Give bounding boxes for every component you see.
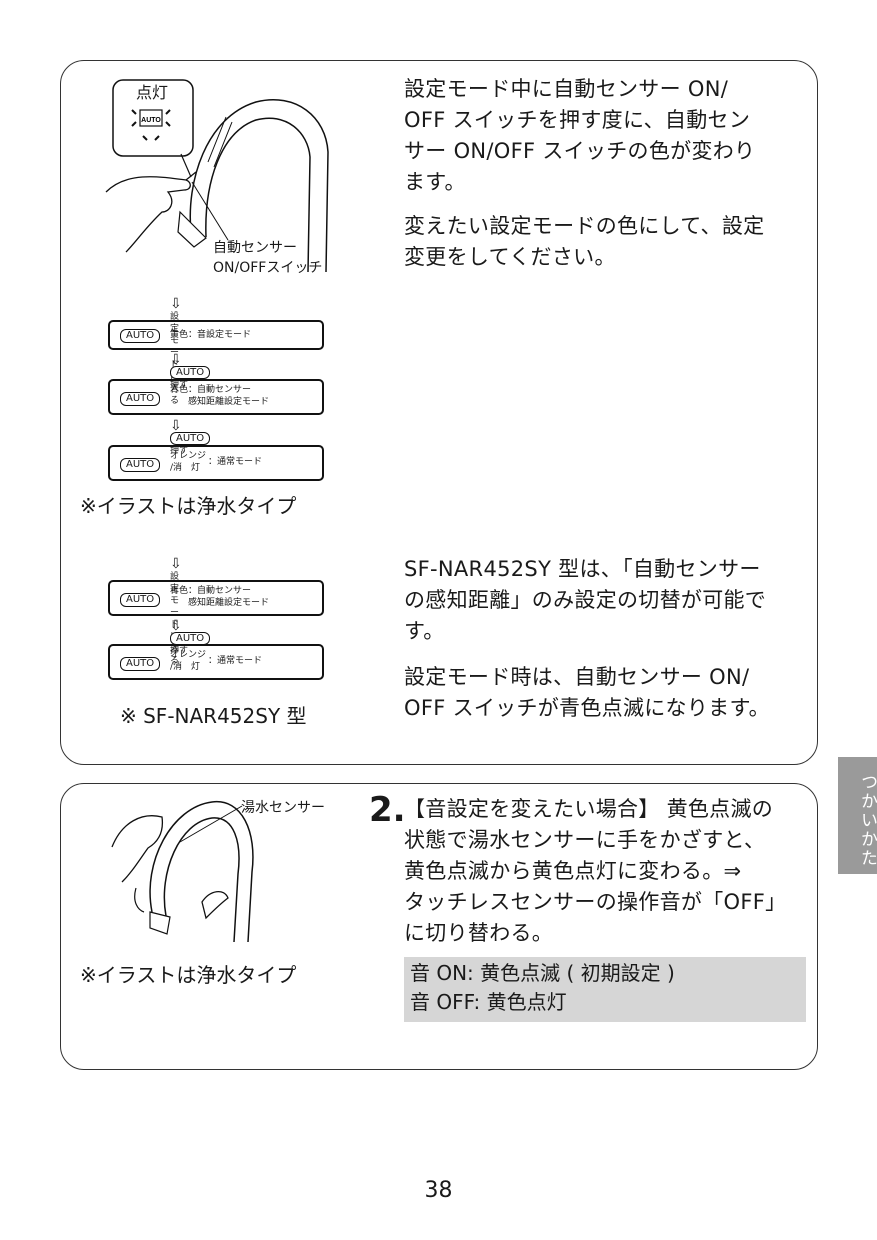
- text-line: サー ON/OFF スイッチの色が変わり: [404, 139, 756, 163]
- mode-blue: AUTO 青色：自動センサー 感知距離設定モード: [108, 580, 324, 616]
- auto-badge: AUTO: [170, 631, 211, 645]
- sound-on-line: 音 ON: 黄色点滅 ( 初期設定 ): [410, 961, 675, 985]
- illustration-note-2: ※イラストは浄水タイプ: [80, 963, 297, 987]
- auto-badge: AUTO: [120, 329, 161, 343]
- mode-orange-label-3: ：通常モード: [208, 457, 263, 467]
- mode-orange-label-3: ：通常モード: [208, 656, 263, 666]
- text-line: 変えたい設定モードの色にして、設定: [404, 214, 765, 238]
- section1-paragraph-2: 変えたい設定モードの色にして、設定 変更をしてください。: [404, 211, 764, 273]
- down-arrow-icon: ⇩: [170, 296, 182, 312]
- chapter-side-tab: つかいかた: [838, 757, 877, 874]
- mode-orange-label-2: /消 灯: [170, 662, 201, 672]
- mode-orange: AUTO オレンジ /消 灯 ：通常モード: [108, 644, 324, 680]
- section1b-paragraph-2: 設定モード時は、自動センサー ON/ OFF スイッチが青色点滅になります。: [404, 662, 770, 724]
- flow-press-row: ⇩ AUTO 押す: [170, 418, 211, 457]
- text-line: SF-NAR452SY 型は、「自動センサー: [404, 557, 761, 581]
- auto-badge: AUTO: [120, 392, 161, 406]
- text-line: 黄色点滅から黄色点灯に変わる。⇒: [404, 859, 742, 883]
- mode-blue-label-2: 感知距離設定モード: [188, 598, 270, 608]
- sound-setting-summary: 音 ON: 黄色点滅 ( 初期設定 ) 音 OFF: 黄色点灯: [404, 957, 806, 1022]
- auto-badge: AUTO: [170, 365, 211, 379]
- down-arrow-icon: ⇩: [170, 352, 182, 368]
- faucet-illustration-1: AUTO: [105, 79, 329, 272]
- mode-orange: AUTO オレンジ /消 灯 ：通常モード: [108, 445, 324, 481]
- auto-badge: AUTO: [120, 657, 161, 671]
- section2-instructions: 【音設定を変えたい場合】 黄色点滅の 状態で湯水センサーに手をかざすと、 黄色点…: [404, 794, 786, 949]
- svg-text:AUTO: AUTO: [141, 117, 161, 124]
- switch-label-line-1: 自動センサー: [213, 240, 297, 256]
- switch-label-line-2: ON/OFFスイッチ: [213, 260, 323, 276]
- faucet-illustration-2: [111, 801, 254, 942]
- page-number: 38: [424, 1178, 453, 1203]
- text-line: タッチレスセンサーの操作音が「OFF」: [404, 890, 787, 914]
- mode-orange-label-1: オレンジ: [170, 650, 207, 660]
- press-label: 押す: [170, 379, 189, 390]
- section1-paragraph-1: 設定モード中に自動センサー ON/ OFF スイッチを押す度に、自動セン サー …: [404, 74, 755, 198]
- auto-badge: AUTO: [170, 431, 211, 445]
- illustration-note-1: ※イラストは浄水タイプ: [80, 494, 297, 518]
- text-line: 【音設定を変えたい場合】 黄色点滅の: [404, 797, 774, 821]
- press-label: 押す: [170, 445, 189, 456]
- text-line: に切り替わる。: [404, 921, 554, 945]
- mode-blue: AUTO 青色：自動センサー 感知距離設定モード: [108, 379, 324, 415]
- mode-yellow-label: 黄色：音設定モード: [170, 330, 252, 340]
- sound-off-line: 音 OFF: 黄色点灯: [410, 990, 567, 1014]
- down-arrow-icon: ⇩: [170, 556, 182, 572]
- text-line: す。: [404, 619, 445, 643]
- text-line: OFF スイッチが青色点滅になります。: [404, 696, 770, 720]
- mode-orange-label-2: /消 灯: [170, 463, 201, 473]
- text-line: 変更をしてください。: [404, 245, 616, 269]
- flow-press-row: ⇩ AUTO 押す: [170, 618, 211, 657]
- instruction-box-1: [60, 60, 818, 765]
- auto-badge: AUTO: [120, 593, 161, 607]
- down-arrow-icon: ⇩: [170, 418, 182, 434]
- text-line: 状態で湯水センサーに手をかざすと、: [404, 828, 766, 852]
- mode-blue-label-2: 感知距離設定モード: [188, 397, 270, 407]
- model-note: ※ SF-NAR452SY 型: [120, 704, 307, 728]
- step-number: 2.: [369, 790, 406, 830]
- press-label: 押す: [170, 645, 189, 656]
- text-line: ます。: [404, 170, 466, 194]
- flow-press-row: ⇩ AUTO 押す: [170, 352, 211, 391]
- text-line: 設定モード中に自動センサー ON/: [404, 77, 729, 101]
- text-line: の感知距離」のみ設定の切替が可能で: [404, 588, 767, 612]
- hot-water-sensor-label: 湯水センサー: [241, 800, 325, 816]
- auto-badge: AUTO: [120, 458, 161, 472]
- text-line: OFF スイッチを押す度に、自動セン: [404, 108, 751, 132]
- instruction-box-2: [60, 783, 818, 1070]
- mode-orange-label-1: オレンジ: [170, 451, 207, 461]
- mode-yellow: AUTO 黄色：音設定モード: [108, 320, 324, 350]
- mode-blue-label-1: 青色：自動センサー: [170, 586, 252, 596]
- callout-label: 点灯: [136, 83, 169, 102]
- mode-blue-label-1: 青色：自動センサー: [170, 385, 252, 395]
- down-arrow-icon: ⇩: [170, 618, 182, 634]
- text-line: 設定モード時は、自動センサー ON/: [404, 665, 750, 689]
- section1b-paragraph-1: SF-NAR452SY 型は、「自動センサー の感知距離」のみ設定の切替が可能で…: [404, 554, 766, 647]
